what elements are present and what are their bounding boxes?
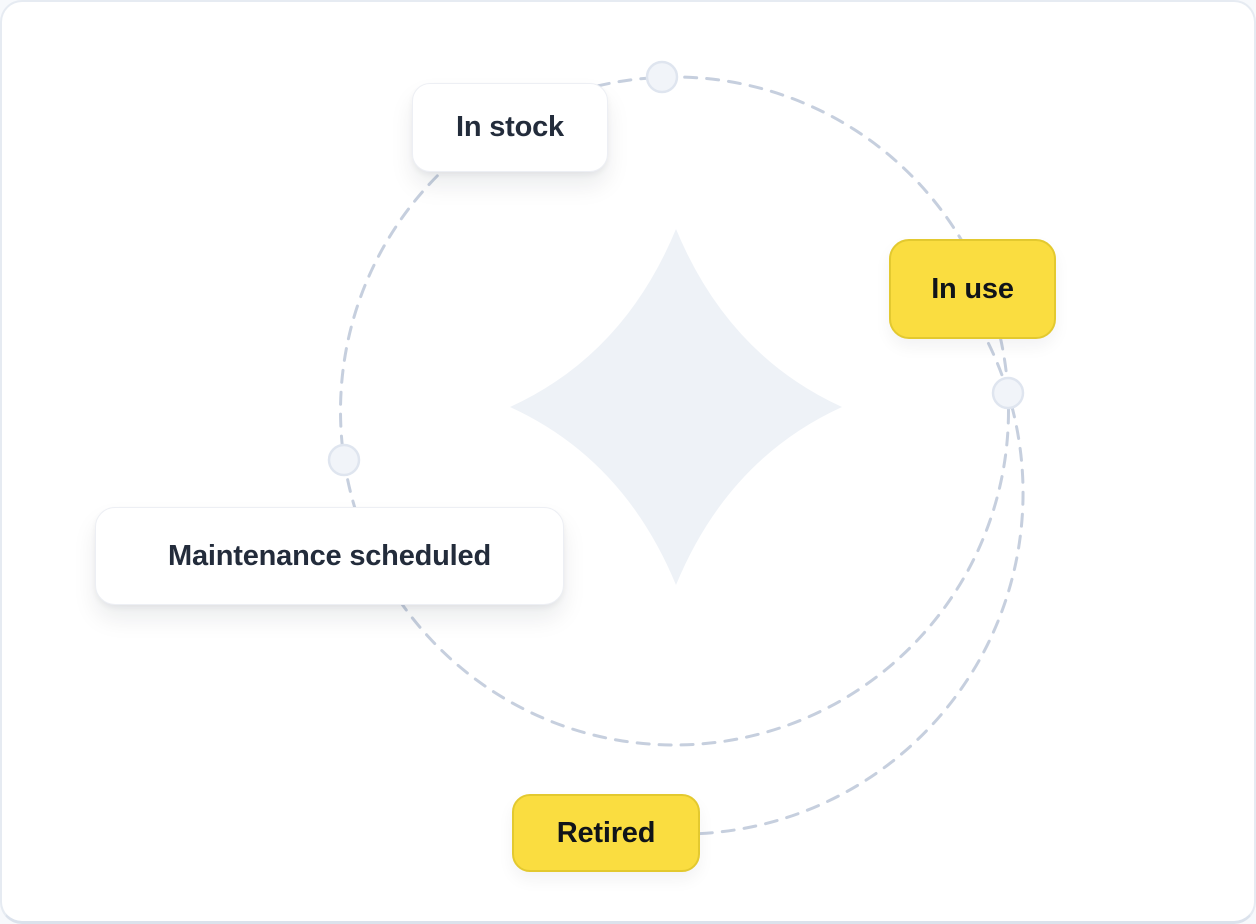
status-label: In stock	[456, 111, 564, 143]
status-label: Maintenance scheduled	[168, 539, 491, 572]
orbit-node-left	[327, 443, 361, 477]
status-card-in-use[interactable]: In use	[889, 239, 1056, 339]
status-label: Retired	[556, 816, 656, 849]
orbit-node-right	[991, 376, 1025, 410]
status-card-maintenance-scheduled[interactable]: Maintenance scheduled	[95, 507, 564, 605]
status-card-in-stock[interactable]: In stock	[412, 83, 608, 172]
sparkle-star-icon	[510, 229, 842, 585]
orbit-node-top	[645, 60, 679, 94]
status-card-retired[interactable]: Retired	[512, 794, 700, 872]
orbit-arc-secondary	[686, 342, 1025, 836]
status-label: In use	[931, 272, 1014, 305]
